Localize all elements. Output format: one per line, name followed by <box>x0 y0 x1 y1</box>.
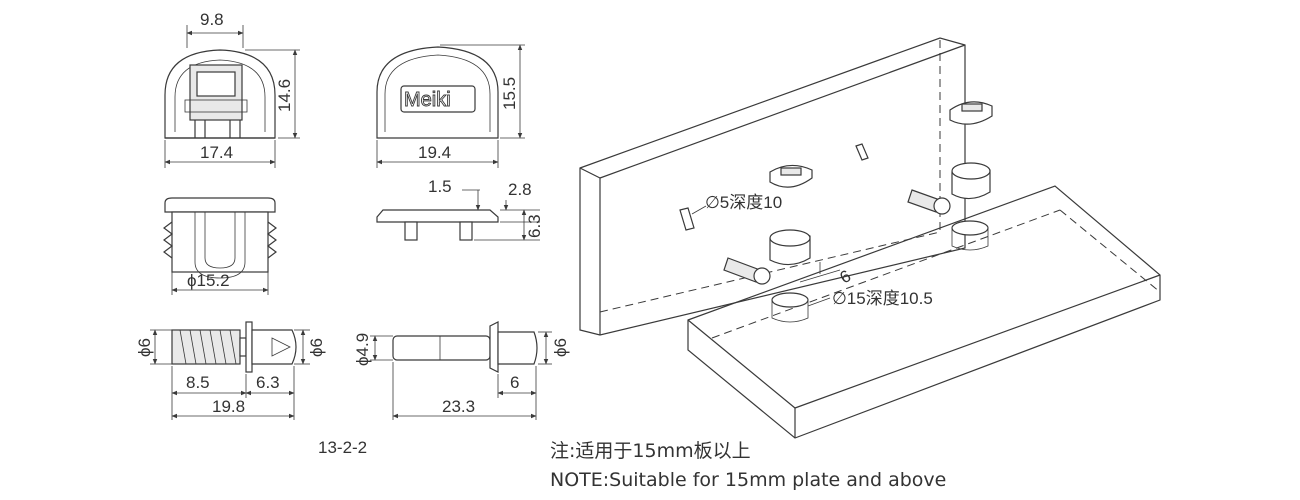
note-english: NOTE:Suitable for 15mm plate and above <box>550 469 947 491</box>
dim-dowel-head-dia: ϕ6 <box>551 338 570 357</box>
dim-cover-height: 15.5 <box>500 77 519 110</box>
dim-cam-side-dia: ϕ15.2 <box>187 271 230 290</box>
drawing-code: 13-2-2 <box>318 438 368 457</box>
dim-cover-width: 19.4 <box>418 143 451 162</box>
dim-hole-large: ∅15深度10.5 <box>832 289 933 308</box>
dim-hole-small: ∅5深度10 <box>705 193 782 212</box>
dim-hole-offset: 6 <box>837 266 855 287</box>
cam-top-view: 9.8 14.6 17.4 <box>164 10 300 168</box>
bolt-side-view: ϕ6 ϕ6 8.5 6.3 19.8 <box>135 321 326 420</box>
logo-text: Meiki <box>404 89 451 111</box>
dim-cover-thickness: 1.5 <box>428 177 452 196</box>
dim-bolt-thread-len: 8.5 <box>186 373 210 392</box>
dim-cover-lip: 2.8 <box>508 180 532 199</box>
assembly-view <box>579 37 1161 439</box>
dim-cover-depth: 6.3 <box>525 214 544 238</box>
dim-dowel-head-len: 6 <box>510 373 519 392</box>
note-chinese: 注:适用于15mm板以上 <box>550 440 751 462</box>
dim-cam-top-height: 14.6 <box>275 79 294 112</box>
dim-cam-top-width: 9.8 <box>200 10 224 29</box>
cover-cap-top-view: Meiki 15.5 19.4 <box>376 44 525 168</box>
dim-bolt-head-len: 6.3 <box>256 373 280 392</box>
dim-bolt-head-dia: ϕ6 <box>307 338 326 357</box>
cam-side-view: ϕ15.2 <box>163 197 277 295</box>
dim-bolt-total-len: 19.8 <box>212 397 245 416</box>
dim-dowel-total-len: 23.3 <box>442 397 475 416</box>
dim-bolt-thread-dia: ϕ6 <box>135 338 154 357</box>
dowel-side-view: ϕ4.9 ϕ6 6 23.3 <box>353 321 570 420</box>
cover-cap-side-view: 1.5 2.8 6.3 <box>376 177 544 241</box>
dim-dowel-dia: ϕ4.9 <box>353 333 372 366</box>
dim-cam-base-width: 17.4 <box>200 143 233 162</box>
